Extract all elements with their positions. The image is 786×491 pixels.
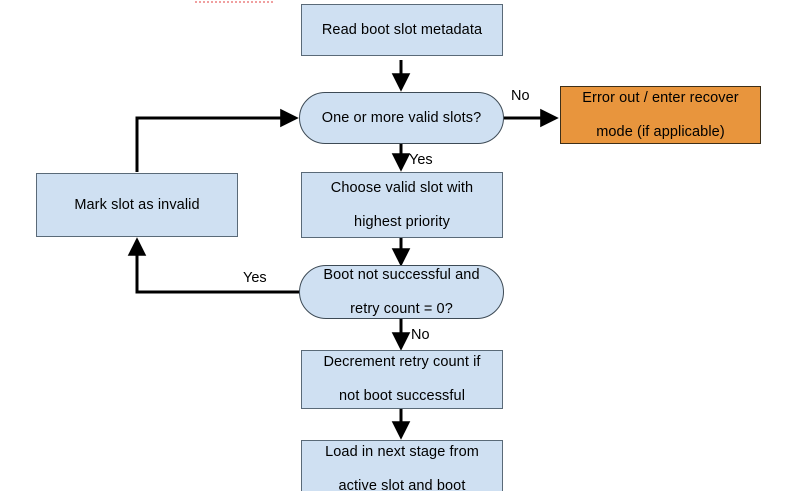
node-label-line1: Boot not successful and (323, 266, 480, 283)
node-mark-slot-as-invalid[interactable]: Mark slot as invalid (36, 173, 238, 237)
node-label-line2: mode (if applicable) (596, 123, 725, 140)
node-label: Mark slot as invalid (74, 196, 200, 213)
edge-label-no-valid-slots: No (511, 88, 530, 104)
node-label: Read boot slot metadata (321, 21, 483, 38)
edge-label-yes-valid-slots: Yes (409, 152, 433, 168)
edge-label-yes-boot-retry: Yes (243, 270, 267, 286)
node-label-line2: active slot and boot (338, 478, 466, 491)
node-one-or-more-valid-slots[interactable]: One or more valid slots? (299, 92, 504, 144)
node-read-boot-slot-metadata[interactable]: Read boot slot metadata (301, 4, 503, 56)
node-choose-valid-slot[interactable]: Choose valid slot with highest priority (301, 172, 503, 238)
node-label-line2: highest priority (354, 213, 450, 230)
node-label-line2: retry count = 0? (350, 300, 453, 317)
dotted-marker (195, 1, 273, 3)
node-boot-not-successful-retry-zero[interactable]: Boot not successful and retry count = 0? (299, 265, 504, 319)
node-decrement-retry-count[interactable]: Decrement retry count if not boot succes… (301, 350, 503, 409)
node-label-line2: not boot successful (338, 388, 466, 404)
node-label-block: Error out / enter recover mode (if appli… (570, 90, 750, 141)
node-label-line1: Choose valid slot with (330, 179, 474, 196)
edge-label-no-boot-retry: No (411, 327, 430, 343)
node-error-out-recover-mode[interactable]: Error out / enter recover mode (if appli… (560, 86, 761, 144)
node-load-next-stage[interactable]: Load in next stage from active slot and … (301, 440, 503, 491)
node-label: One or more valid slots? (321, 109, 482, 126)
node-label-block: Load in next stage from active slot and … (313, 444, 491, 491)
node-label-block: Decrement retry count if not boot succes… (311, 354, 492, 405)
node-label-line1: Load in next stage from (325, 444, 479, 460)
node-label-line1: Decrement retry count if (323, 354, 481, 370)
node-label-line1: Error out / enter recover (582, 89, 739, 106)
node-label-block: Choose valid slot with highest priority (319, 180, 485, 231)
node-label-block: Boot not successful and retry count = 0? (311, 267, 491, 318)
